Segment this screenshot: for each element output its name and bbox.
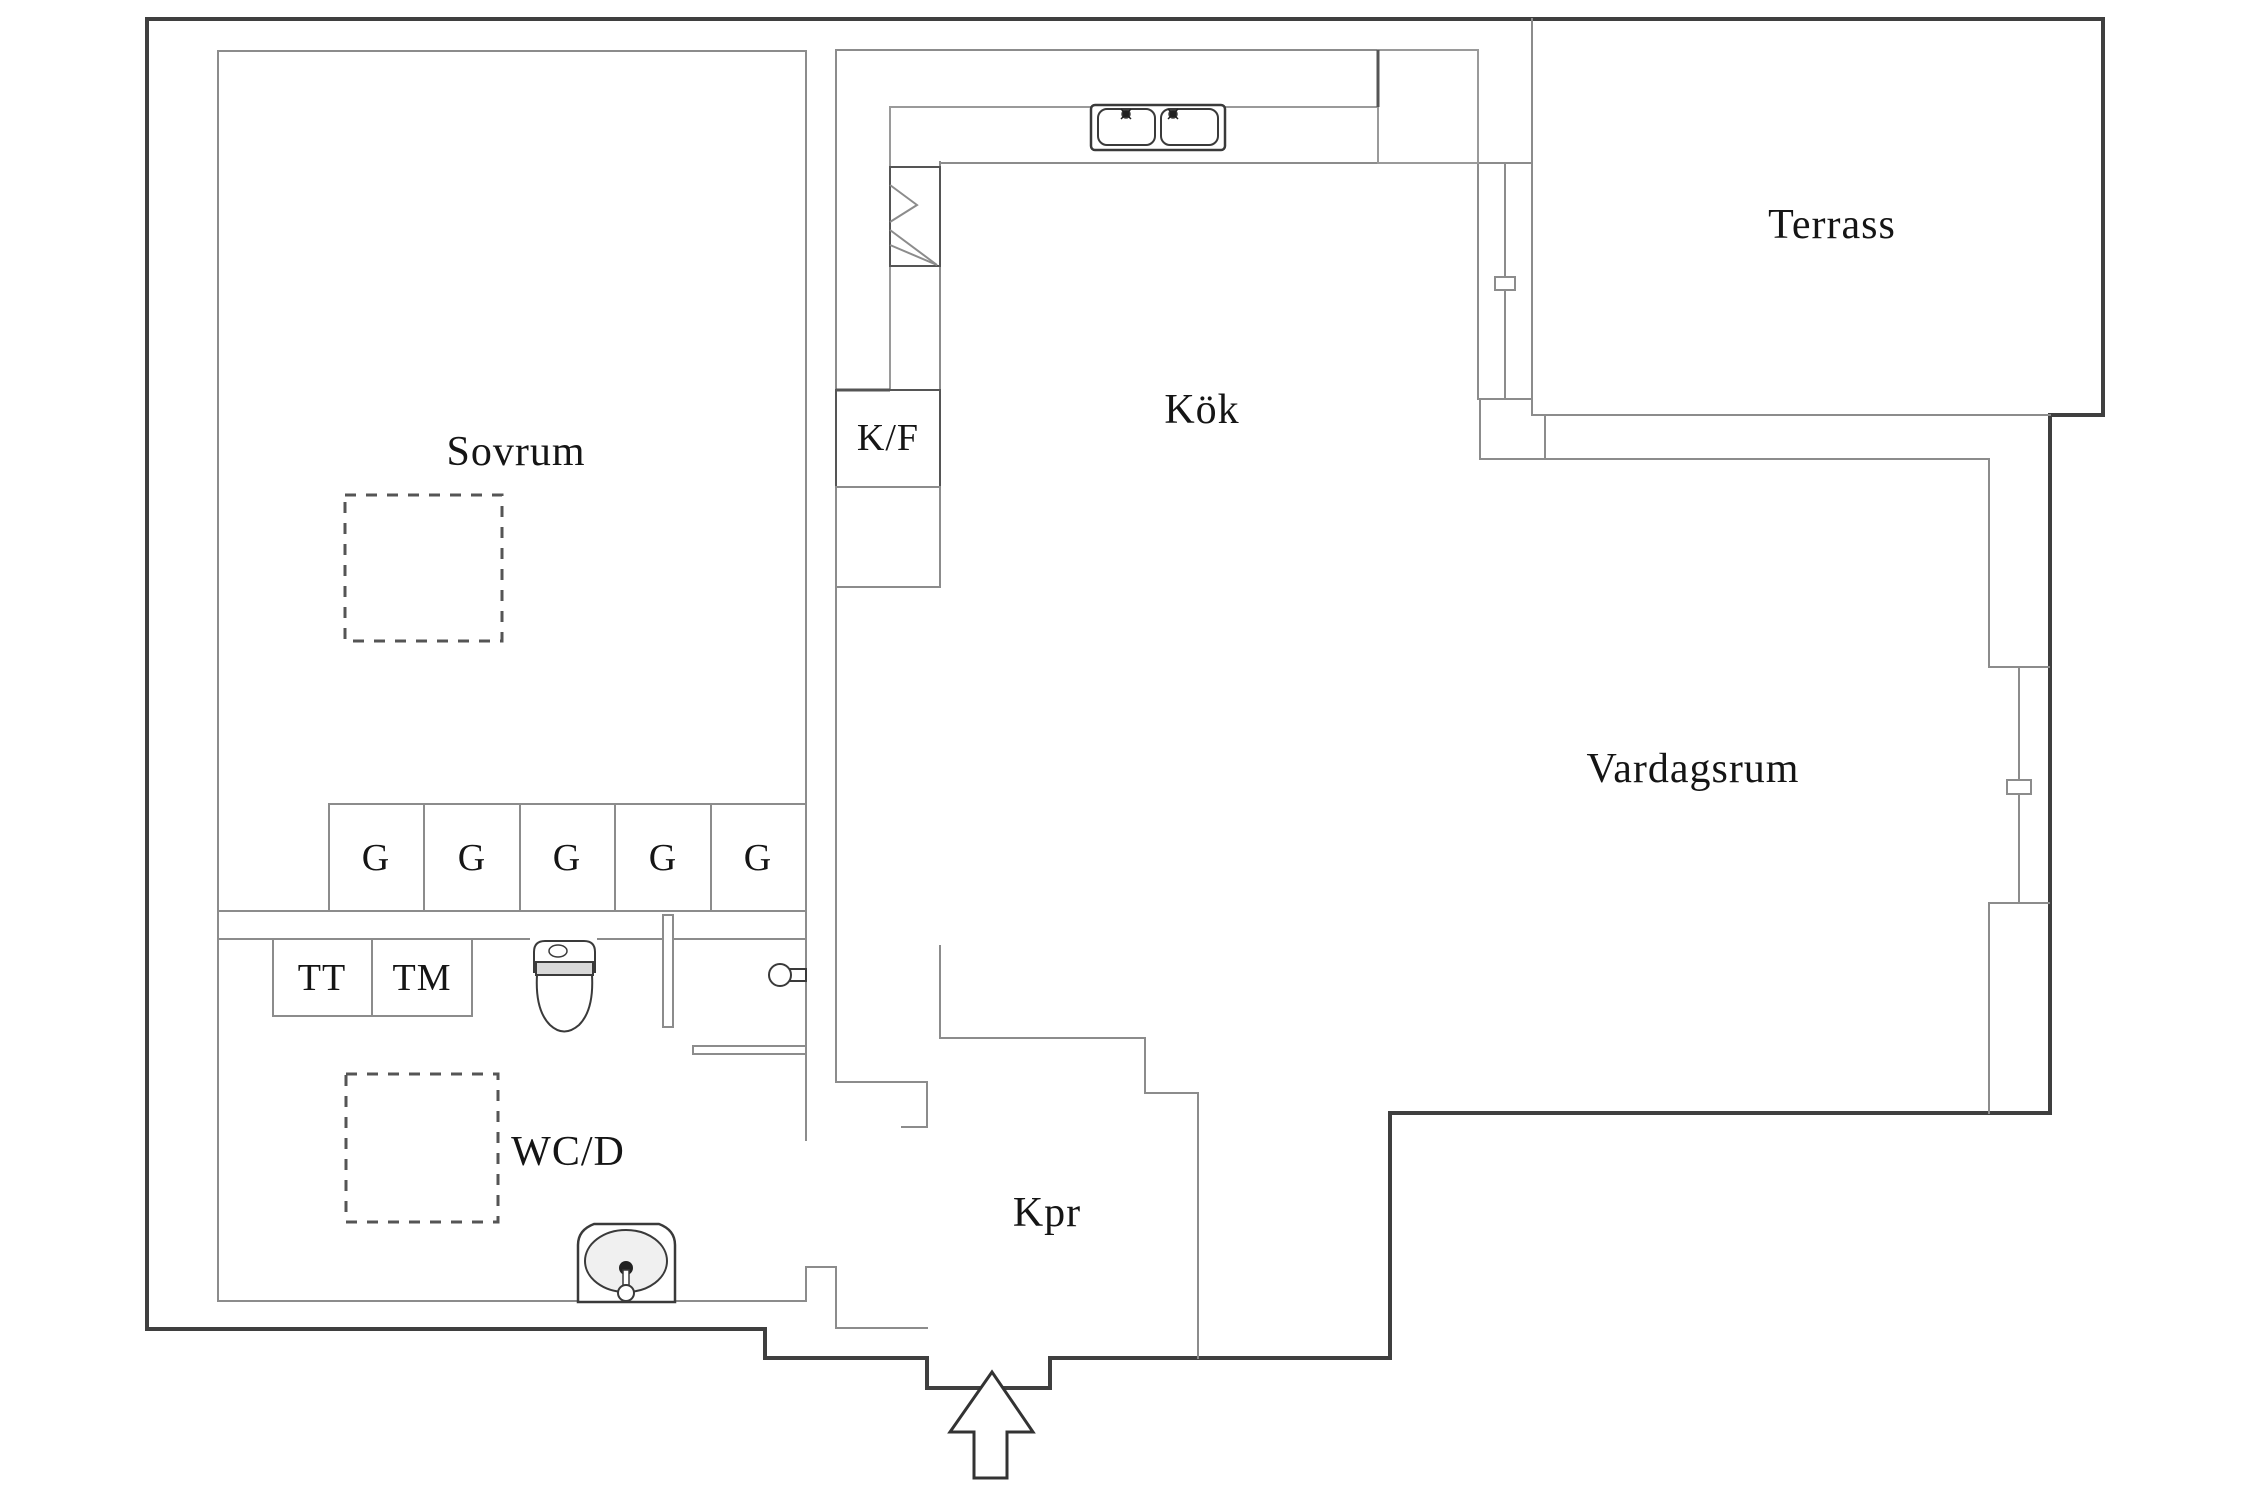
bed-dashed-outline — [343, 493, 504, 643]
room-label-wcd: WC/D — [511, 1129, 625, 1175]
outer-walls — [145, 17, 2105, 1390]
washbasin-icon — [576, 1222, 677, 1304]
door-handle-icon — [768, 963, 807, 987]
wardrobe-row — [328, 803, 807, 912]
kitchen-counter — [889, 49, 1479, 391]
wcd-dashed-outline — [344, 1072, 500, 1224]
wardrobe-label-g2: G — [457, 837, 487, 879]
terrace-door-handle-icon — [1494, 276, 1516, 291]
washer-dryer-boxes — [272, 938, 473, 1017]
terrace-door — [1494, 163, 1516, 399]
balcony-door — [1989, 666, 2050, 904]
wc-door-leaf — [662, 914, 807, 1055]
room-label-terrass: Terrass — [1768, 202, 1896, 248]
appliance-label-tt: TT — [297, 957, 347, 999]
fridge-freezer-boxes — [835, 389, 941, 588]
room-label-kok: Kök — [1164, 387, 1240, 433]
appliance-label-kf: K/F — [856, 417, 920, 459]
wardrobe-label-g1: G — [361, 837, 391, 879]
kitchen-sink-icon — [1089, 103, 1227, 152]
balcony-door-handle-icon — [2006, 779, 2032, 795]
room-label-sovrum: Sovrum — [446, 429, 586, 475]
sovrum-room-outline — [217, 50, 807, 912]
room-label-vardagsrum: Vardagsrum — [1586, 746, 1800, 792]
appliance-label-tm: TM — [392, 957, 452, 999]
wardrobe-label-g5: G — [743, 837, 773, 879]
kitchen-counter-caps — [836, 50, 1380, 392]
entrance-arrow-icon — [947, 1369, 1036, 1480]
wardrobe-label-g3: G — [552, 837, 582, 879]
room-label-kpr: Kpr — [1012, 1190, 1082, 1236]
dishwasher-symbol — [889, 166, 941, 267]
wardrobe-label-g4: G — [648, 837, 678, 879]
toilet-icon — [533, 940, 596, 1033]
